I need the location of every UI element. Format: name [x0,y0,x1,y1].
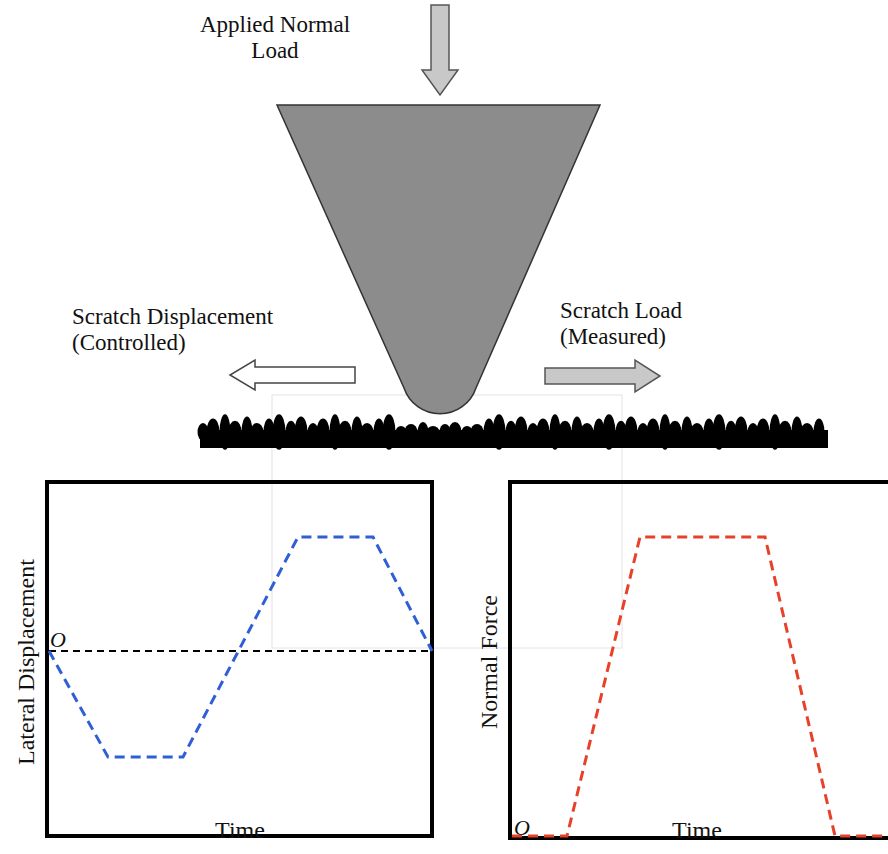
axis-label: Time [647,817,747,845]
force-curve [512,537,888,836]
faint-frame [272,395,622,648]
scratch-load-arrow [545,360,660,392]
scratch-load-label: Scratch Load (Measured) [560,298,710,351]
plot-frame [47,482,432,836]
origin-label: O [50,627,80,652]
displacement-curve [49,537,432,757]
rough-surface [198,414,829,450]
zero-line [49,650,430,652]
axis-label: Time [190,817,290,845]
displacement-label: Scratch Displacement (Controlled) [72,304,297,357]
plot-frame [510,482,888,838]
displacement-arrow [230,360,355,390]
normal-load-arrow [422,5,458,95]
axis-label: Normal Force [476,595,504,729]
axis-label: Lateral Displacement [13,559,41,765]
origin-label: O [514,815,544,840]
load-label: Applied Normal Load [195,12,355,65]
